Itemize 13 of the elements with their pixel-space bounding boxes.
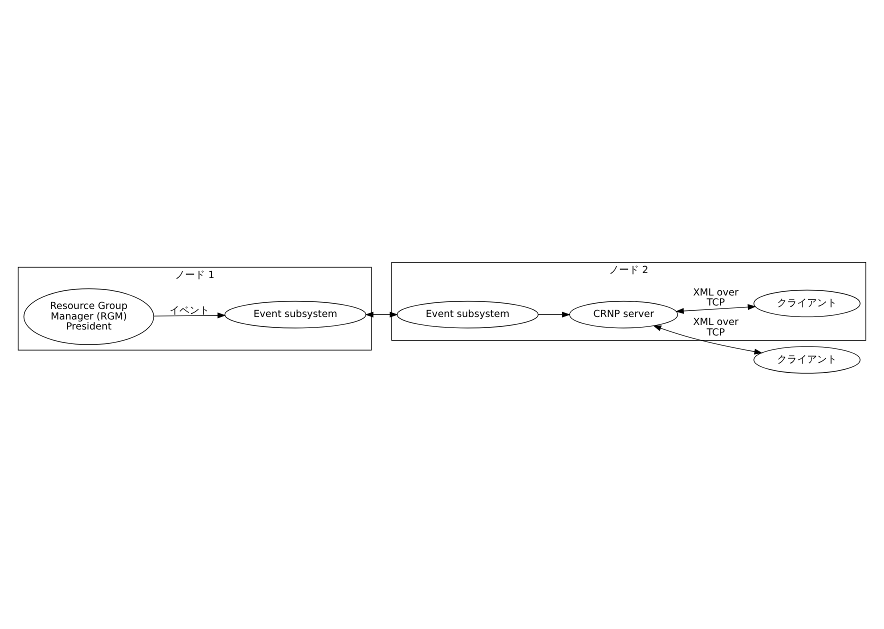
- arrow: [365, 311, 398, 318]
- arrow: [154, 312, 226, 318]
- edge-label: XML over TCP: [693, 286, 739, 308]
- edge-label: XML over TCP: [693, 316, 739, 338]
- node-ellipse: CRNP server: [569, 300, 678, 328]
- edge-label: イベント: [169, 304, 210, 316]
- node-ellipse: クライアント: [754, 289, 860, 317]
- node-ellipse: Event subsystem: [224, 300, 366, 328]
- node-ellipse: Event subsystem: [396, 300, 539, 328]
- arrow: [675, 304, 756, 314]
- arrow: [652, 324, 763, 354]
- arrow: [538, 311, 570, 318]
- node-ellipse: Resource Group Manager (RGM) President: [24, 288, 154, 344]
